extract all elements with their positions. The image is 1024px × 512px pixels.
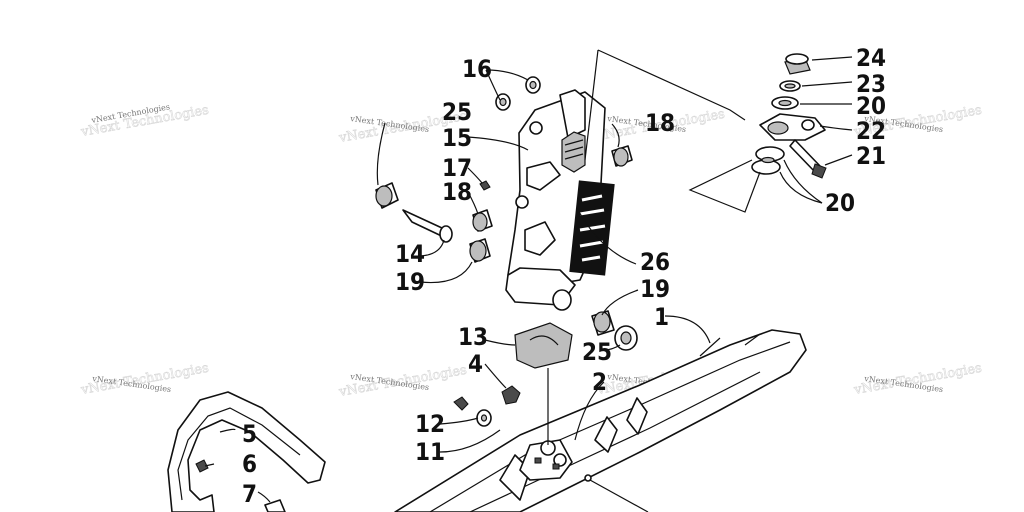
callout-19-left: 19 xyxy=(395,268,425,296)
callout-11: 11 xyxy=(415,438,445,466)
watermark-6: vNext Technologies vNext Technologies xyxy=(337,362,468,400)
washer-20-top xyxy=(771,96,799,110)
watermark-8: vNext Technologies vNext Technologies xyxy=(852,360,983,398)
callout-4: 4 xyxy=(468,350,483,378)
clamp-22 xyxy=(759,113,826,141)
callout-22: 22 xyxy=(856,117,886,145)
callout-2: 2 xyxy=(592,368,607,396)
bushing-18-right xyxy=(611,145,633,167)
watermark-5: vNext Technologies vNext Technologies xyxy=(79,360,210,398)
callout-13: 13 xyxy=(458,323,488,351)
watermark-1: vNext Technologies vNext Technologies xyxy=(79,102,210,140)
callout-24: 24 xyxy=(856,44,886,72)
wear-pad-13 xyxy=(514,322,573,369)
callout-5: 5 xyxy=(242,420,257,448)
cap-24 xyxy=(784,53,811,75)
callout-7: 7 xyxy=(242,480,257,508)
callout-21: 21 xyxy=(856,142,886,170)
washers-20-bottom xyxy=(751,146,785,175)
grease-fitting-17 xyxy=(479,180,491,191)
bushing-18-left xyxy=(472,209,493,232)
shaft-14 xyxy=(402,209,453,243)
callout-20-bottom: 20 xyxy=(825,189,855,217)
callout-17: 17 xyxy=(442,154,472,182)
washers-16 xyxy=(495,76,541,111)
bolt-21 xyxy=(789,139,827,179)
callout-23: 23 xyxy=(856,70,886,98)
callout-16: 16 xyxy=(462,55,492,83)
bushing-19-right xyxy=(591,310,615,336)
callout-1: 1 xyxy=(654,303,669,331)
ring-23 xyxy=(779,80,801,92)
leader-lines xyxy=(204,49,853,503)
callout-25-left: 25 xyxy=(442,98,472,126)
callout-12: 12 xyxy=(415,410,445,438)
nut-4 xyxy=(501,385,521,405)
callout-25-right: 25 xyxy=(582,338,612,366)
bushing-19-left xyxy=(469,238,491,263)
ski-handle xyxy=(167,391,326,512)
callout-19-right: 19 xyxy=(640,275,670,303)
callout-6: 6 xyxy=(242,450,257,478)
callout-15: 15 xyxy=(442,124,472,152)
bushing-center xyxy=(552,289,572,311)
nut-12 xyxy=(453,396,469,411)
callout-18-right: 18 xyxy=(645,109,675,137)
bushing-25-left xyxy=(375,182,399,209)
callout-14: 14 xyxy=(395,240,425,268)
washer-11 xyxy=(476,409,492,427)
callout-18-left: 18 xyxy=(442,178,472,206)
spindle xyxy=(519,439,573,481)
callout-20-top: 20 xyxy=(856,92,886,120)
bushing-25-right xyxy=(614,325,638,351)
callout-26: 26 xyxy=(640,248,670,276)
decal xyxy=(569,180,615,276)
